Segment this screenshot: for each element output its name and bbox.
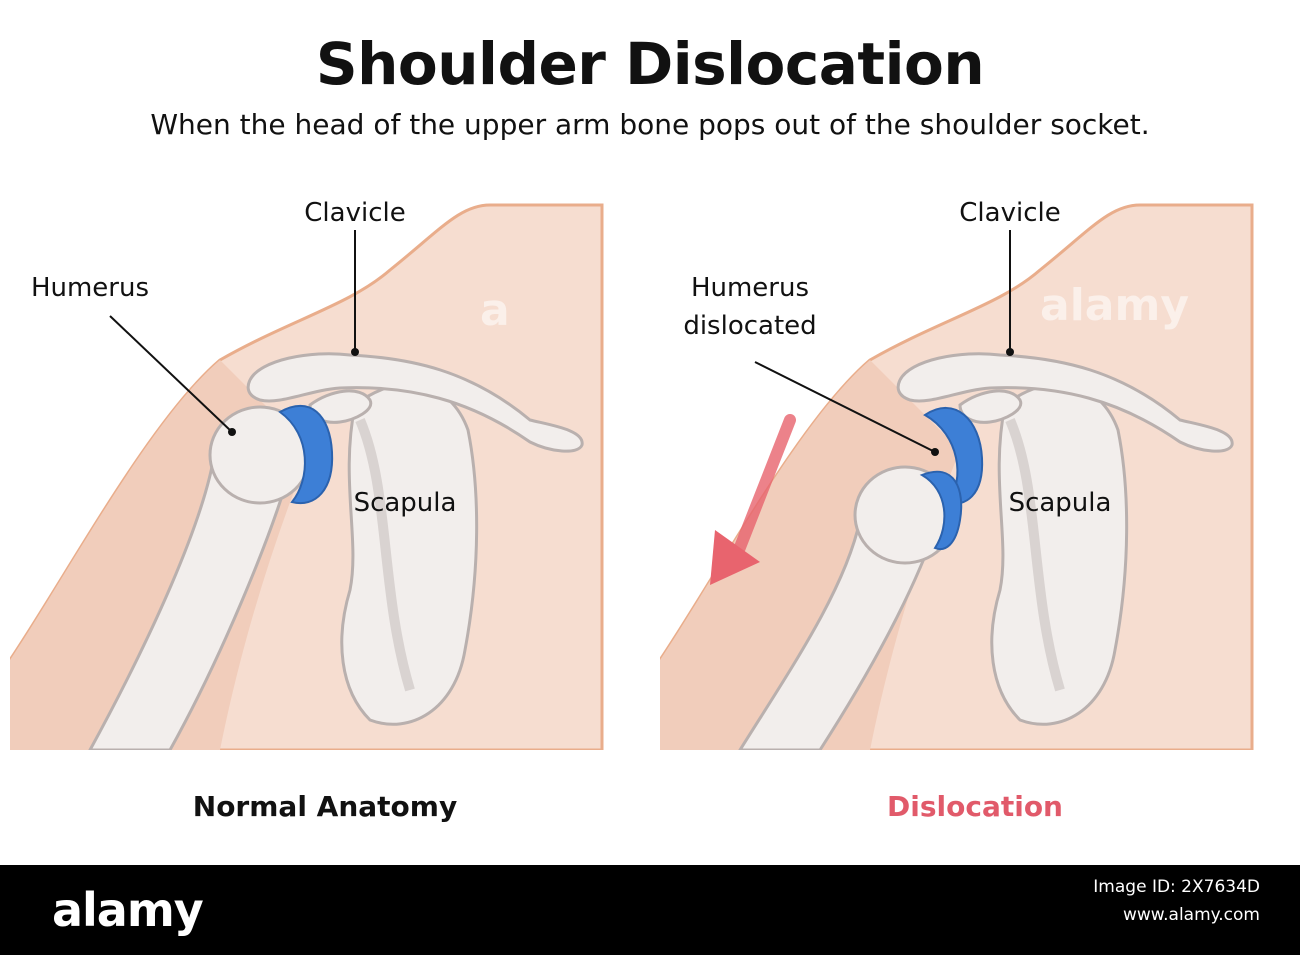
humerus-leader-line [109,315,233,433]
upper-arm-skin [660,360,960,750]
down-left-arrow-icon [729,414,796,566]
scapula-label: Scapula [353,488,457,518]
arrow-head [710,530,760,585]
humerus-leader-line [754,361,936,453]
clavicle-bone [896,352,1234,453]
footer-bar: alamy Image ID: 2X7634D www.alamy.com [0,865,1300,955]
humerus-label: Humerus [30,273,150,303]
dislocated-shoulder-illustration [660,203,1254,750]
humerus-shaft [88,448,292,750]
image-id-block: Image ID: 2X7634D www.alamy.com [1093,877,1260,933]
clavicle-bone [246,352,584,453]
page-title: Shoulder Dislocation [315,30,985,98]
acromion [958,389,1023,424]
humerus-shaft [738,518,938,750]
glenoid-cartilage [923,407,984,505]
scapula-label: Scapula [1008,488,1112,518]
displaced-cartilage [919,470,963,550]
humerus-label-line2: dislocated [683,310,817,341]
normal-anatomy-panel: Clavicle Humerus Scapula a [10,190,610,750]
alamy-logo: alamy [52,883,204,937]
clavicle-label: Clavicle [304,198,406,228]
normal-shoulder-illustration [10,203,604,750]
humerus-label-line1: Humerus [690,273,810,303]
normal-caption: Normal Anatomy [192,790,458,823]
image-id: Image ID: 2X7634D [1093,877,1260,897]
clavicle-label: Clavicle [959,198,1061,228]
site-url: www.alamy.com [1122,905,1260,925]
dislocation-panel: Clavicle Humerus dislocated Scapula alam… [660,190,1260,750]
humerus-dislocated-label: Humerus dislocated [660,270,840,345]
page-subtitle: When the head of the upper arm bone pops… [150,108,1150,141]
dislocation-caption: Dislocation [887,790,1063,823]
glenoid-cartilage [278,405,334,505]
